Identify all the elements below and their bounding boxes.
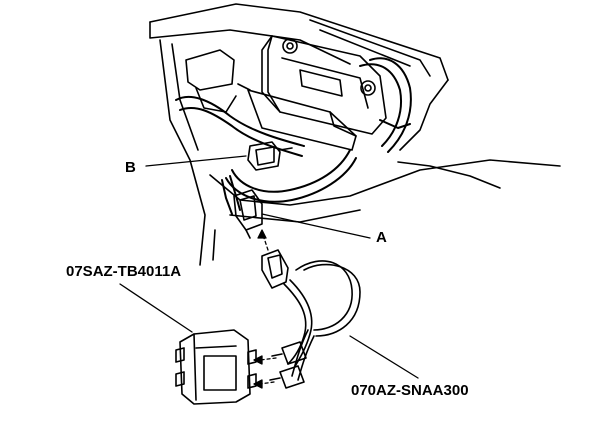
vehicle-harness [175, 57, 412, 215]
tester-box [175, 329, 257, 405]
arrow-up-to-connector-a [261, 231, 269, 251]
mounting-clamp [185, 49, 251, 113]
leader-line-a [261, 213, 371, 239]
leader-line-tool [119, 283, 193, 333]
leader-line-harness [349, 335, 419, 379]
arrow-left-upper-plug [259, 357, 277, 361]
callout-label-harness: 070AZ-SNAA300 [351, 382, 469, 399]
test-harness-cable [261, 249, 361, 381]
leader-line-b [145, 155, 247, 167]
connector-b [247, 141, 293, 171]
connector-a [233, 189, 263, 239]
callout-label-b: B [125, 159, 136, 176]
callout-label-a: A [376, 229, 387, 246]
callout-label-tool: 07SAZ-TB4011A [66, 263, 182, 280]
direction-arrows [253, 229, 277, 389]
leader-lines [119, 155, 419, 379]
control-unit-assembly [247, 35, 387, 151]
harness-plugs [269, 341, 307, 389]
